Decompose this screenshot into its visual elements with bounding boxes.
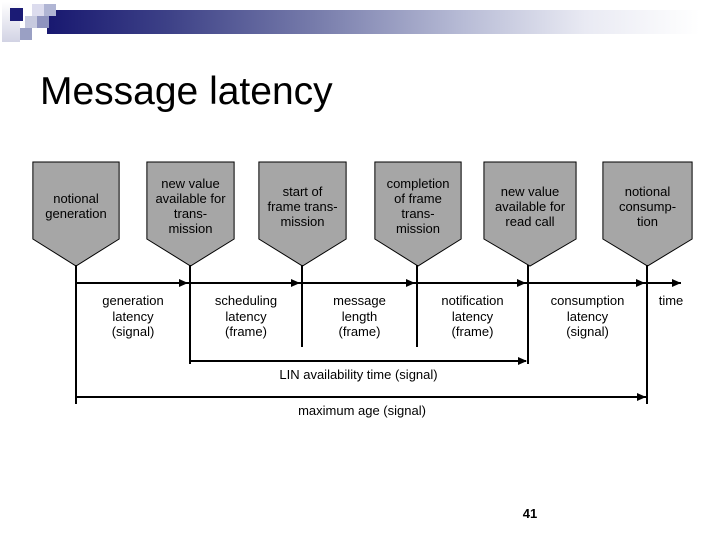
event-start-of-frame-transmission: start of frame trans- mission — [258, 161, 347, 267]
page-number: 41 — [522, 506, 538, 521]
segment-label-message-length: message length (frame) — [333, 293, 386, 339]
tick-new-value-read-call — [527, 265, 529, 364]
event-pentagon-shape — [483, 161, 577, 267]
time-axis-line — [76, 282, 681, 284]
deco-gradient-banner — [47, 10, 720, 34]
event-label: new value available for read call — [494, 183, 566, 229]
time-axis-arrowhead — [179, 279, 188, 287]
deco-square-pale-1 — [32, 4, 44, 16]
lin-availability-label: LIN availability time (signal) — [279, 367, 438, 382]
segment-label-generation-latency: generation latency (signal) — [102, 293, 164, 339]
time-axis-end-arrowhead — [672, 279, 681, 287]
event-notional-generation: notional generation — [32, 161, 120, 267]
segment-label-notification-latency: notification latency (frame) — [441, 293, 504, 339]
tick-start-of-frame — [301, 265, 303, 347]
event-label: notional generation — [45, 191, 107, 221]
page-title: Message latency — [40, 70, 333, 113]
time-axis-arrowhead — [291, 279, 300, 287]
segment-label-consumption-latency: consumption latency (signal) — [550, 293, 625, 339]
deco-square-navy — [10, 8, 23, 21]
tick-new-value-transmission — [189, 265, 191, 364]
deco-square-med-2 — [37, 16, 49, 28]
event-pentagon-shape — [374, 161, 462, 267]
time-axis-label: time — [658, 293, 684, 308]
tick-completion-of-frame — [416, 265, 418, 347]
tick-notional-consumption — [646, 265, 648, 404]
time-axis-arrowhead — [636, 279, 645, 287]
time-axis-arrowhead — [517, 279, 526, 287]
maximum-age-arrowhead — [637, 393, 646, 401]
deco-square-pale-2 — [25, 16, 37, 28]
lin-availability-span-line — [190, 360, 526, 362]
lin-availability-arrowhead — [518, 357, 527, 365]
maximum-age-label: maximum age (signal) — [298, 403, 426, 418]
event-label: notional consump- tion — [618, 183, 677, 229]
event-pentagon-shape — [146, 161, 235, 267]
time-axis-arrowhead — [406, 279, 415, 287]
event-label: completion of frame trans- mission — [386, 176, 450, 236]
deco-square-med-1 — [44, 4, 56, 16]
tick-notional-generation — [75, 265, 77, 404]
event-new-value-available-for-read-call: new value available for read call — [483, 161, 577, 267]
deco-square-med-3 — [20, 28, 32, 40]
maximum-age-span-line — [76, 396, 646, 398]
event-pentagon-shape — [258, 161, 347, 267]
event-label: start of frame trans- mission — [267, 183, 338, 229]
segment-label-scheduling-latency: scheduling latency (frame) — [214, 293, 278, 339]
event-notional-consumption: notional consump- tion — [602, 161, 693, 267]
event-completion-of-frame-transmission: completion of frame trans- mission — [374, 161, 462, 267]
event-pentagon-shape — [602, 161, 693, 267]
event-pentagon-shape — [32, 161, 120, 267]
event-label: new value available for trans- mission — [155, 176, 226, 236]
event-new-value-available-for-transmission: new value available for trans- mission — [146, 161, 235, 267]
